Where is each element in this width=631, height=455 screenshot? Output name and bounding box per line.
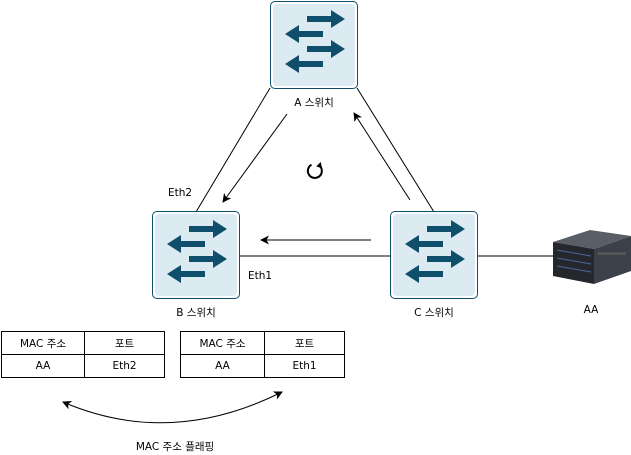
- cell-mac: AA: [180, 354, 265, 378]
- switch-a-label: A 스위치: [294, 97, 334, 109]
- flow-arrow-a-to-b: [222, 113, 288, 203]
- port-eth2-label: Eth2: [168, 187, 193, 199]
- server-label: AA: [583, 304, 599, 316]
- flow-arrow-c-to-a: [353, 112, 411, 201]
- link-a-c: [356, 87, 435, 213]
- switch-a[interactable]: [270, 1, 358, 89]
- cell-port: Eth1: [264, 354, 345, 378]
- table-row: AA Eth1: [180, 354, 345, 378]
- table-header-row: MAC 주소 포트: [1, 331, 165, 355]
- switch-c-label: C 스위치: [414, 307, 454, 319]
- refresh-icon: [306, 162, 323, 179]
- flapping-arrow: [62, 391, 283, 424]
- link-a-b: [195, 87, 271, 213]
- column-header-mac: MAC 주소: [180, 331, 265, 355]
- column-header-mac: MAC 주소: [1, 331, 85, 355]
- mac-table-c: MAC 주소 포트 AA Eth1: [180, 331, 345, 378]
- server-icon: [553, 230, 631, 284]
- switch-icon: [285, 10, 345, 73]
- cell-port: Eth2: [84, 354, 165, 378]
- switch-b[interactable]: [152, 211, 240, 299]
- column-header-port: 포트: [264, 331, 345, 355]
- switch-icon: [405, 220, 465, 283]
- switch-icon: [167, 220, 227, 283]
- column-header-port: 포트: [84, 331, 165, 355]
- table-header-row: MAC 주소 포트: [180, 331, 345, 355]
- port-eth1-label: Eth1: [248, 270, 273, 282]
- switch-b-label: B 스위치: [176, 307, 216, 319]
- cell-mac: AA: [1, 354, 85, 378]
- mac-table-b: MAC 주소 포트 AA Eth2: [1, 331, 165, 378]
- switch-c[interactable]: [390, 211, 478, 299]
- flapping-caption: MAC 주소 플래핑: [135, 441, 215, 453]
- table-row: AA Eth2: [1, 354, 165, 378]
